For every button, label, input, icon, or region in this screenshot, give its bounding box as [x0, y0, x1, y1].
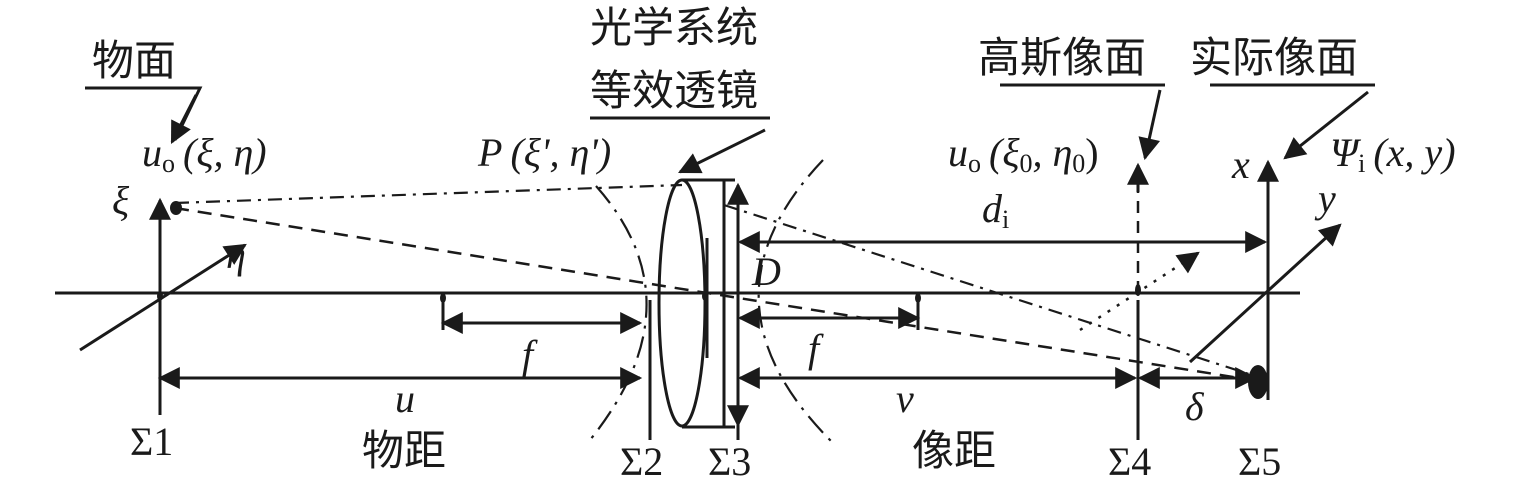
plane2-label: Σ2 — [620, 439, 663, 484]
left-focal-point — [440, 293, 446, 303]
focal-left-label: f — [522, 332, 538, 377]
object-distance-text: 物距 — [362, 426, 446, 475]
ray-dotted-arrow — [1175, 251, 1200, 274]
y-axis — [1188, 223, 1342, 364]
plane4-label: Σ4 — [1108, 439, 1151, 484]
object-plane-title: 物面 — [92, 36, 176, 85]
aperture-D-label: D — [751, 249, 781, 294]
object-distance-u: u — [395, 376, 415, 421]
callout-object-arrow — [170, 94, 198, 144]
lens-front-ellipse — [657, 178, 707, 428]
object-function-label: uo(ξ, η) — [142, 130, 267, 178]
callout-gauss-arrow — [1138, 89, 1162, 161]
plane3-label: Σ3 — [708, 439, 751, 484]
wavefront-left-arc — [589, 185, 648, 441]
ray-dash-dot-top — [174, 183, 683, 205]
gauss-function-label: uo(ξ0, η0) — [948, 130, 1099, 178]
image-blur-spot — [1248, 365, 1268, 399]
gauss-point — [1135, 284, 1141, 296]
lens-center-point — [702, 291, 708, 301]
pupil-function-label: P(ξ', η') — [477, 130, 611, 175]
axis-eta-label: η — [226, 232, 246, 277]
defocus-delta-label: δ — [1185, 384, 1205, 429]
axis-x-label: x — [1231, 142, 1250, 187]
plane1-label: Σ1 — [130, 419, 173, 464]
image-function-label: Ψi(x, y) — [1330, 130, 1456, 178]
axis-xi-label: ξ — [112, 178, 130, 223]
origin-point — [157, 291, 163, 301]
di-label: di — [982, 186, 1009, 234]
callout-actual-arrow — [1283, 90, 1369, 160]
ray-dashed — [174, 206, 1253, 382]
optical-system-line2: 等效透镜 — [590, 66, 758, 115]
focal-right-label: f — [808, 326, 824, 371]
image-distance-text: 像距 — [912, 426, 996, 475]
optical-system-line1: 光学系统 — [590, 3, 758, 52]
object-point — [170, 201, 182, 215]
callout-lens-arrow — [678, 128, 766, 174]
right-focal-point — [915, 293, 921, 303]
wavefront-right-arc — [757, 159, 833, 443]
actual-image-plane-label: 实际像面 — [1190, 33, 1358, 82]
plane5-label: Σ5 — [1238, 439, 1281, 484]
image-distance-v: v — [896, 376, 914, 421]
axis-y-label: y — [1314, 176, 1336, 221]
gauss-image-plane-label: 高斯像面 — [978, 33, 1146, 82]
